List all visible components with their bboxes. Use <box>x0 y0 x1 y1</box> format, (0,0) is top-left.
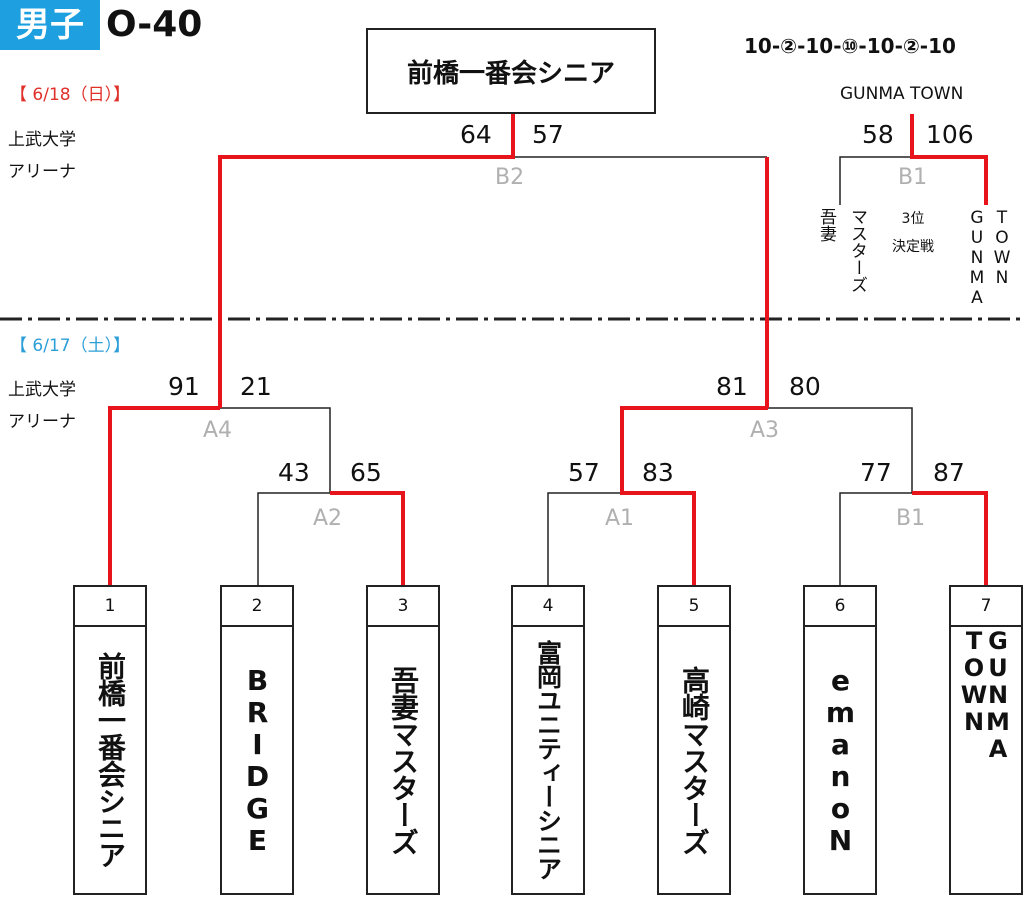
b1-match-label: B1 <box>896 506 926 531</box>
loser-line-a4 <box>220 407 331 493</box>
team-name-box: 吾妻マスターズ <box>366 627 440 895</box>
winner-line-team1 <box>108 406 220 585</box>
a3-match-label: A3 <box>750 418 780 443</box>
team-1: 1 前橋一番会シニア <box>73 585 147 895</box>
team-seed: 2 <box>220 585 294 627</box>
category-badge: 男子 <box>0 0 100 50</box>
third-left-team-line2: マスターズ <box>847 208 867 293</box>
third-right-team-line1: GUNMA <box>967 208 987 308</box>
loser-paths <box>220 156 913 585</box>
a4-left-score: 91 <box>168 372 200 401</box>
team-name-box: 前橋一番会シニア <box>73 627 147 895</box>
team-6: 6 emanoN <box>803 585 877 895</box>
final-left-score: 64 <box>460 120 492 149</box>
loser-line-a1 <box>547 492 622 585</box>
a2-match-label: A2 <box>313 506 343 531</box>
third-label-line: 3位 <box>901 211 925 227</box>
team-name: 吾妻マスターズ <box>387 665 420 855</box>
team-seed: 6 <box>803 585 877 627</box>
a1-match-label: A1 <box>605 506 635 531</box>
a4-right-score: 21 <box>240 372 272 401</box>
third-right-team-line2: TOWN <box>992 208 1012 288</box>
winner-line-a1 <box>620 406 768 585</box>
team-4: 4 富岡ユニティーシニア <box>511 585 585 895</box>
final-day-venue: 上武大学 アリーナ <box>8 124 76 188</box>
third-place-winner: GUNMA TOWN <box>840 84 964 104</box>
final-right-score: 57 <box>532 120 564 149</box>
winner-line-third <box>910 114 988 205</box>
a1-right-score: 83 <box>642 458 674 487</box>
venue-line: アリーナ <box>8 162 76 182</box>
a2-left-score: 43 <box>278 458 310 487</box>
final-score-sequence: 10-②-10-⑩-10-②-10 <box>744 34 956 58</box>
venue-line: 上武大学 <box>8 380 76 400</box>
loser-line-b1 <box>839 492 912 585</box>
team-name: emanoN <box>824 664 857 856</box>
team-name-box: BRIDGE <box>220 627 294 895</box>
loser-line-a2 <box>257 492 330 585</box>
team-name: 前橋一番会シニア <box>94 652 127 868</box>
a4-match-label: A4 <box>203 418 233 443</box>
third-place-label: 3位 決定戦 <box>880 205 946 261</box>
champion-box: 前橋一番会シニア <box>366 28 656 114</box>
third-match-label: B1 <box>898 165 928 190</box>
venue-line: 上武大学 <box>8 130 76 150</box>
team-name: 富岡ユニティーシニア <box>533 640 563 880</box>
a3-right-score: 80 <box>789 372 821 401</box>
loser-line-a3 <box>768 407 913 493</box>
winner-line-final <box>218 114 515 408</box>
winner-paths <box>108 114 988 585</box>
team-7: 7 GUNMA TOWN <box>949 585 1023 895</box>
a2-right-score: 65 <box>350 458 382 487</box>
final-match-label: B2 <box>495 165 525 190</box>
team-name: GUNMA TOWN <box>960 627 1012 762</box>
team-name-box: 高崎マスターズ <box>657 627 731 895</box>
team-name-box: emanoN <box>803 627 877 895</box>
team-seed: 1 <box>73 585 147 627</box>
team-seed: 3 <box>366 585 440 627</box>
third-right-score: 106 <box>926 120 974 149</box>
team-seed: 4 <box>511 585 585 627</box>
team-5: 5 高崎マスターズ <box>657 585 731 895</box>
winner-line-team3 <box>330 491 405 585</box>
team-seed: 7 <box>949 585 1023 627</box>
team-3: 3 吾妻マスターズ <box>366 585 440 895</box>
team-2: 2 BRIDGE <box>220 585 294 895</box>
first-day-venue: 上武大学 アリーナ <box>8 374 76 438</box>
team-name: BRIDGE <box>241 664 274 856</box>
team-name: 高崎マスターズ <box>678 665 711 855</box>
first-day-date: 【 6/17（土）】 <box>10 336 131 356</box>
winner-line-team7 <box>912 491 988 585</box>
a1-left-score: 57 <box>568 458 600 487</box>
loser-line-third <box>839 156 912 205</box>
third-label-line: 決定戦 <box>892 239 934 255</box>
team-name-box: GUNMA TOWN <box>949 627 1023 895</box>
b1-left-score: 77 <box>860 458 892 487</box>
a3-left-score: 81 <box>716 372 748 401</box>
third-left-score: 58 <box>862 120 894 149</box>
team-seed: 5 <box>657 585 731 627</box>
b1-right-score: 87 <box>933 458 965 487</box>
final-day-date: 【 6/18（日）】 <box>10 85 131 105</box>
division-title: O-40 <box>106 4 203 45</box>
third-left-team-line1: 吾妻 <box>816 208 836 242</box>
team-name-box: 富岡ユニティーシニア <box>511 627 585 895</box>
venue-line: アリーナ <box>8 412 76 432</box>
